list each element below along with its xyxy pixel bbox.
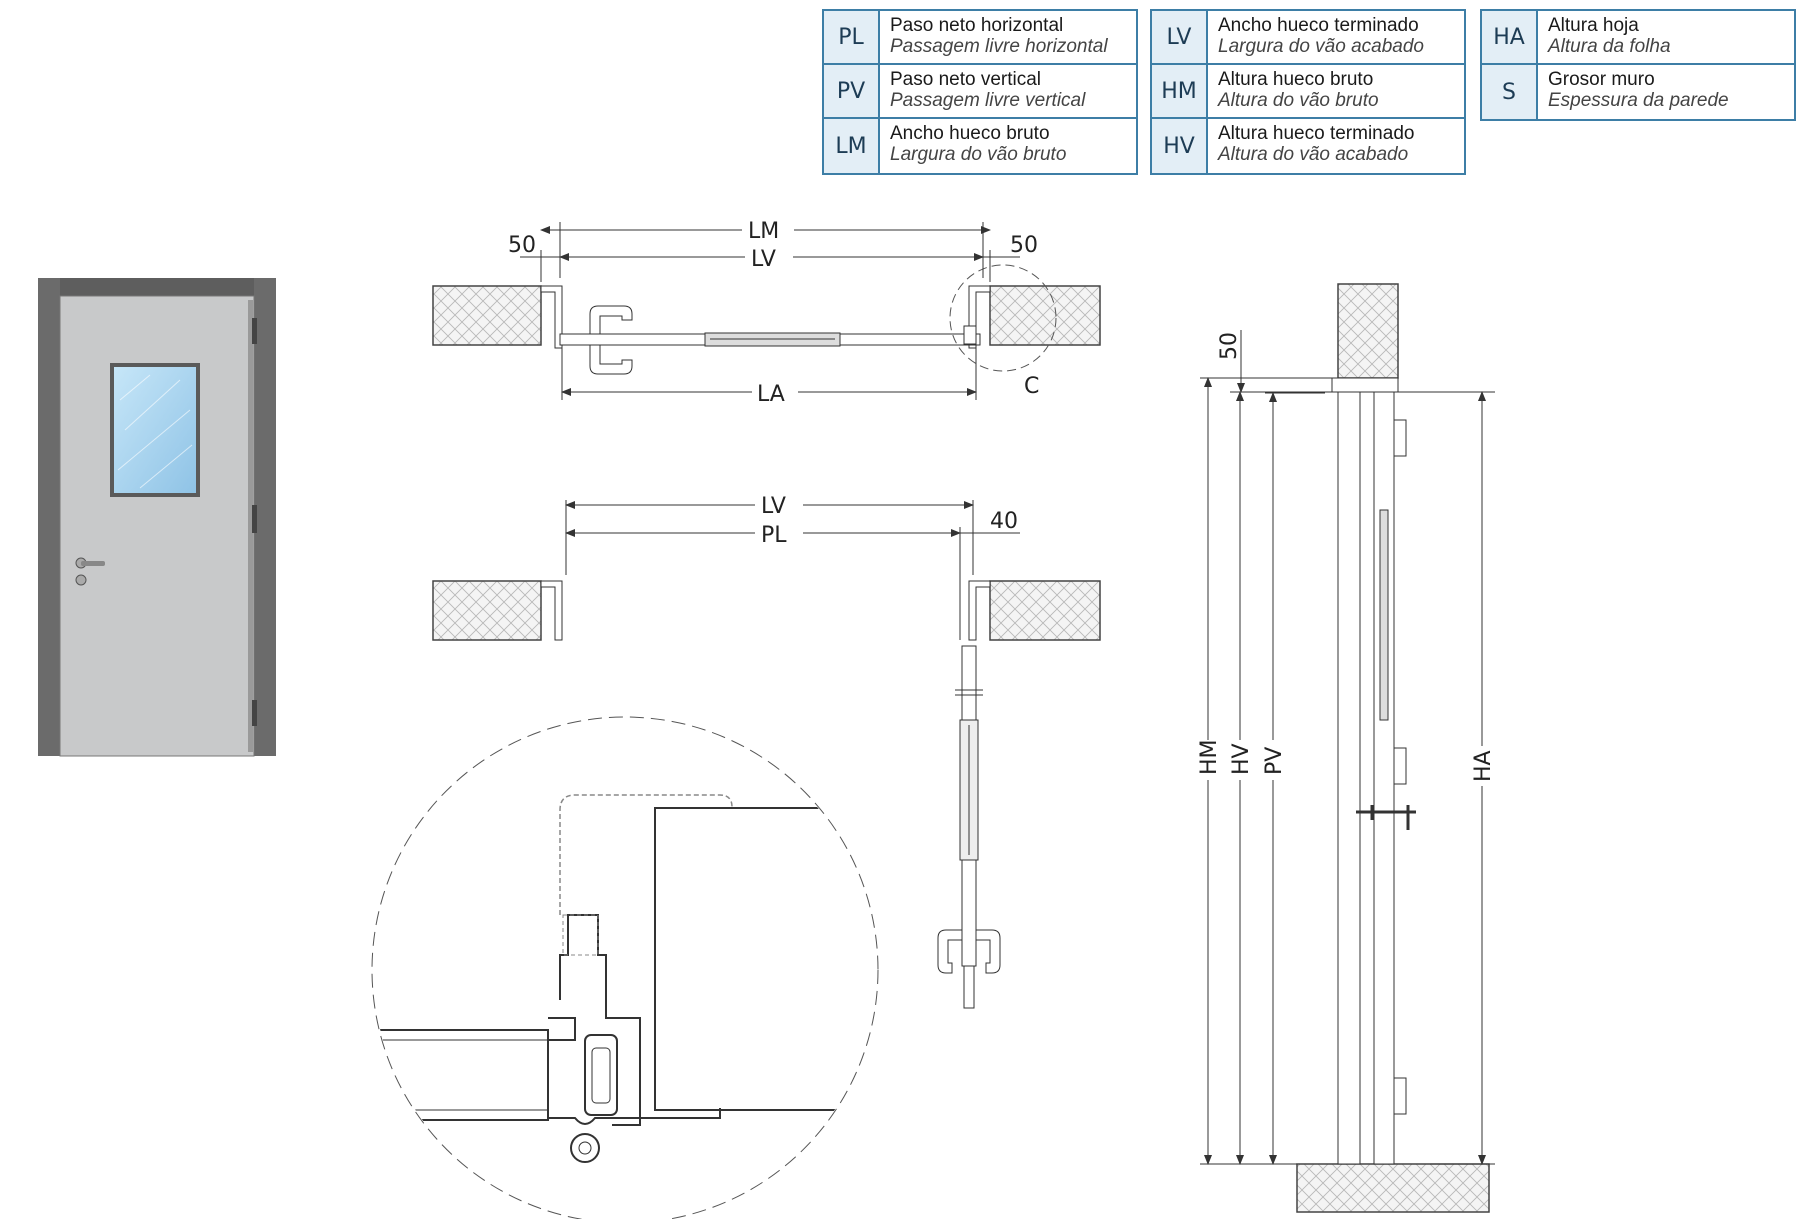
legend-pt: Altura do vão acabado	[1218, 144, 1409, 165]
wall-right	[989, 580, 1101, 641]
legend-pt: Altura da folha	[1548, 36, 1671, 57]
wall-left	[432, 580, 542, 641]
legend-code: PL	[824, 11, 880, 63]
section-frame	[1337, 391, 1361, 1165]
legend-pt: Largura do vão acabado	[1218, 36, 1424, 57]
dim-la-label: LA	[757, 382, 785, 407]
legend-pt: Espessura da parede	[1548, 90, 1729, 111]
wall-top	[1337, 283, 1399, 379]
door-frame-left	[38, 278, 60, 756]
detail-pivot	[570, 1133, 600, 1163]
legend-code: LM	[824, 119, 880, 173]
pull-handle	[589, 344, 633, 375]
legend-es: Altura hueco terminado	[1218, 123, 1415, 144]
legend-code: S	[1482, 65, 1538, 119]
legend-pt: Passagem livre horizontal	[890, 36, 1108, 57]
dim-lv-label: LV	[751, 247, 776, 272]
frame-right	[968, 580, 991, 641]
dim-pl-label: PL	[761, 523, 787, 548]
hinge-icon	[252, 505, 257, 533]
wall-left	[432, 285, 542, 346]
section-hinge	[1393, 747, 1407, 785]
legend-pt: Largura do vão bruto	[890, 144, 1067, 165]
dim-top-offset-label: 50	[1217, 332, 1242, 360]
wall-right	[989, 285, 1101, 346]
legend-code: HV	[1152, 119, 1208, 173]
hinge-plan	[963, 325, 977, 345]
dim-ha-label: HA	[1471, 750, 1496, 782]
legend-es: Paso neto vertical	[890, 69, 1042, 90]
legend-pt: Altura do vão bruto	[1218, 90, 1379, 111]
frame-left	[540, 285, 563, 349]
section-vision-panel	[1379, 509, 1389, 721]
plan-open: LV PL 40	[432, 490, 1101, 1009]
legend-code: LV	[1152, 11, 1208, 63]
dim-lm-label: LM	[748, 219, 779, 244]
legend-es: Altura hoja	[1548, 15, 1639, 36]
dim-pv-label: PV	[1262, 747, 1287, 775]
door-elevation	[38, 278, 276, 757]
hinge-icon	[252, 318, 257, 344]
legend-es: Grosor muro	[1548, 69, 1655, 90]
section-leaf	[1373, 391, 1395, 1165]
dim-open-offset: 40	[990, 509, 1018, 534]
dim-hv-label: HV	[1229, 743, 1254, 775]
detail-ghost-profile	[559, 794, 733, 915]
legend-es: Ancho hueco bruto	[890, 123, 1050, 144]
detail-wall	[373, 1029, 549, 1121]
dim-left-offset: 50	[508, 233, 536, 258]
legend-es: Ancho hueco terminado	[1218, 15, 1419, 36]
legend-es: Altura hueco bruto	[1218, 69, 1374, 90]
detail-callout-circle	[949, 264, 1057, 372]
legend-pt: Passagem livre vertical	[890, 90, 1086, 111]
pull-handle	[937, 929, 963, 974]
detail-circle	[371, 716, 879, 1219]
lock-cylinder	[75, 574, 87, 586]
legend-code: HM	[1152, 65, 1208, 117]
plan-closed: C LM LV 50 50 LA	[432, 214, 1101, 407]
dim-hm-label: HM	[1197, 739, 1222, 775]
vertical-section: 50 HM HV PV HA	[1194, 283, 1496, 1213]
detail-hinge	[584, 1034, 618, 1116]
frame-left	[540, 580, 563, 641]
floor	[1296, 1163, 1490, 1213]
dim-lv-label: LV	[761, 494, 786, 519]
detail-leaf	[654, 807, 877, 1111]
door-handle	[81, 561, 105, 566]
legend-code: PV	[824, 65, 880, 117]
pull-handle	[975, 929, 1001, 974]
section-hinge	[1393, 419, 1407, 457]
hinge-icon	[252, 700, 257, 726]
legend-es: Paso neto horizontal	[890, 15, 1064, 36]
legend-code: HA	[1482, 11, 1538, 63]
section-handle	[1356, 805, 1416, 830]
section-hinge	[1393, 1077, 1407, 1115]
dim-right-offset: 50	[1010, 233, 1038, 258]
detail-callout-label: C	[1024, 374, 1039, 399]
door-frame	[38, 278, 276, 296]
door-leaf-edge	[248, 300, 253, 752]
door-frame-right	[254, 278, 276, 756]
pull-handle	[589, 305, 633, 335]
head-frame	[1331, 377, 1399, 393]
detail-c	[371, 716, 879, 1219]
vision-panel-glass	[114, 367, 196, 493]
